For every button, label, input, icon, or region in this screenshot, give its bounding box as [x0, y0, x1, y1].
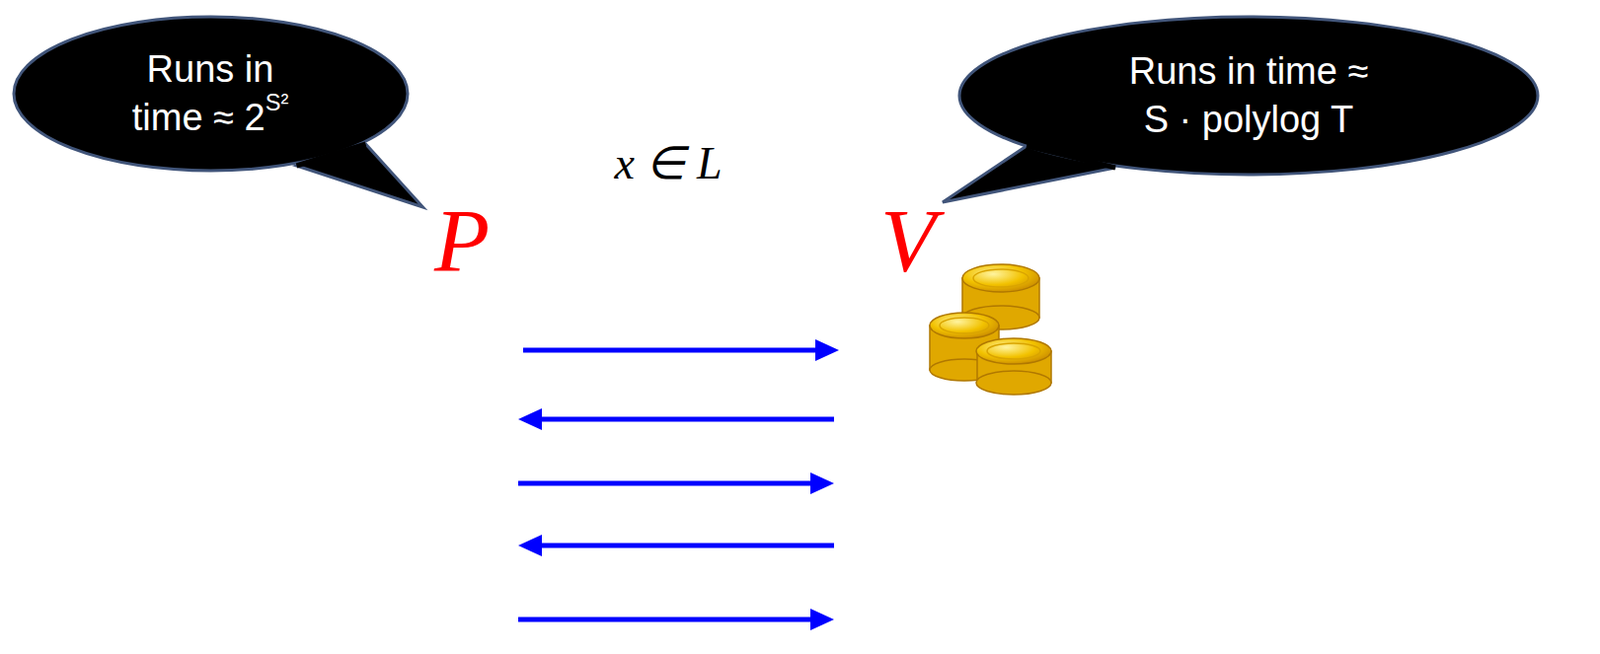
bubble-join [1026, 146, 1116, 168]
bubble-join [296, 144, 366, 166]
verifier-label: V [880, 188, 936, 294]
bubble-outline [11, 14, 410, 173]
prover-label: P [434, 188, 490, 294]
bubble-text: Runs in time ≈ 2S² [109, 45, 312, 144]
speech-bubble: Runs in time ≈ 2S² [11, 14, 410, 173]
speech-bubble: Runs in time ≈ S · polylog T [957, 14, 1540, 177]
bubble-outline [957, 14, 1540, 177]
coin-stack [929, 264, 1052, 395]
message-arrows [518, 339, 839, 631]
bubble-text: Runs in time ≈ S · polylog T [1118, 47, 1380, 146]
bubble-ellipse [959, 16, 1538, 175]
input-statement: x ∈ L [614, 136, 723, 190]
bubble-ellipse [13, 16, 408, 171]
